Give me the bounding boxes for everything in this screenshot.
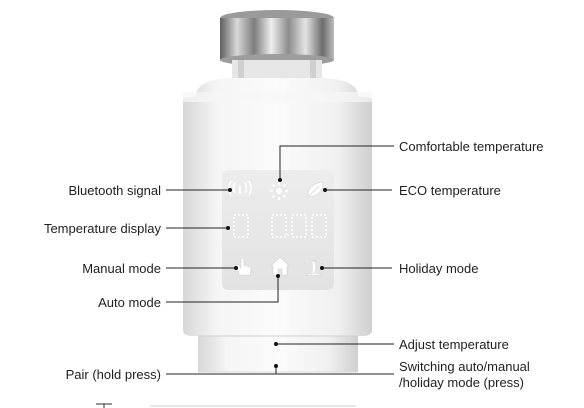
label-comfortable-temperature: Comfortable temperature — [399, 139, 544, 154]
label-switching-line1: Switching auto/manual — [399, 359, 530, 374]
leader-dots — [226, 178, 327, 368]
label-temperature-display: Temperature display — [43, 221, 161, 236]
sun-icon — [270, 182, 288, 200]
label-bluetooth-signal: Bluetooth signal — [68, 183, 161, 198]
metal-nut — [220, 10, 334, 78]
label-auto-mode: Auto mode — [98, 295, 161, 310]
hand-icon — [236, 257, 252, 276]
home-icon — [270, 256, 290, 276]
label-holiday-mode: Holiday mode — [399, 261, 479, 276]
palm-tree-icon — [303, 259, 324, 276]
label-pair: Pair (hold press) — [65, 367, 161, 382]
label-switching-line2: /holiday mode (press) — [399, 375, 524, 390]
temperature-display — [233, 214, 327, 238]
bottom-crop-line — [96, 403, 356, 408]
label-adjust-temperature: Adjust temperature — [399, 337, 509, 352]
led-panel — [222, 170, 334, 290]
leader-lines — [166, 145, 394, 375]
signal-icon — [227, 179, 253, 199]
label-eco-temperature: ECO temperature — [399, 183, 501, 198]
leaf-icon — [307, 181, 324, 198]
label-manual-mode: Manual mode — [82, 261, 161, 276]
